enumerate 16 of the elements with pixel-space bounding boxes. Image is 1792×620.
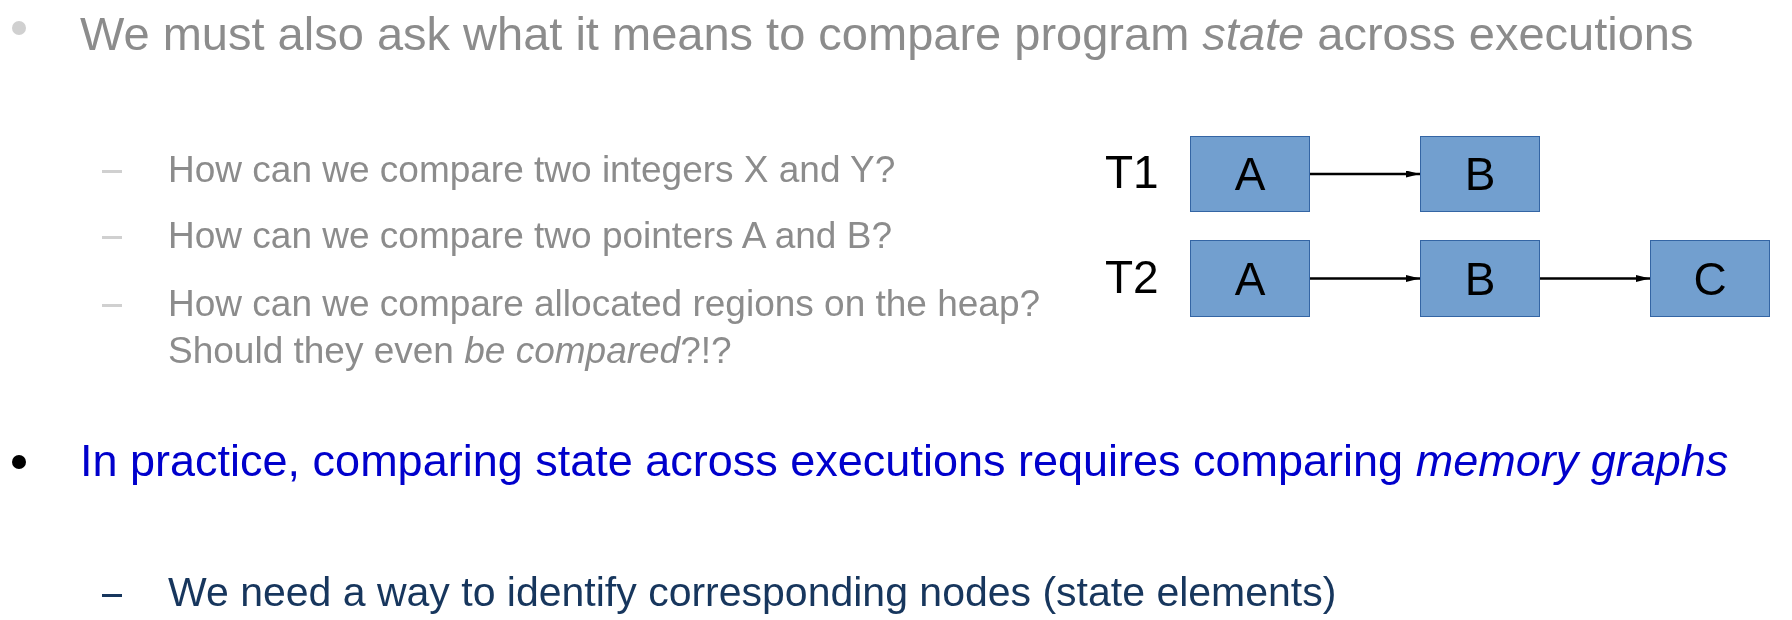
bullet-text: In practice, comparing state across executions requires comparing memory graphs <box>80 434 1729 488</box>
memory-node-box: C <box>1650 240 1770 317</box>
memory-node-box: A <box>1190 240 1310 317</box>
arrow <box>1310 275 1420 282</box>
sub-bullet-text: We need a way to identify corresponding nodes (state elements) <box>168 568 1337 617</box>
sub-bullet-text: How can we compare two integers X and Y? <box>168 148 896 192</box>
bullet-text: We must also ask what it means to compare program state across executions <box>80 6 1694 62</box>
arrow <box>1310 170 1420 178</box>
row-label: T2 <box>1105 250 1160 305</box>
row-label: T1 <box>1105 145 1160 200</box>
memory-node-box: B <box>1420 136 1540 212</box>
sub-bullet-text: How can we compare allocated regions on the heap? Should they even be compared?!? <box>168 282 1042 374</box>
memory-node-box: B <box>1420 240 1540 317</box>
sub-bullet-text: How can we compare two pointers A and B? <box>168 214 892 258</box>
memory-node-box: A <box>1190 136 1310 212</box>
arrow <box>1540 275 1650 282</box>
